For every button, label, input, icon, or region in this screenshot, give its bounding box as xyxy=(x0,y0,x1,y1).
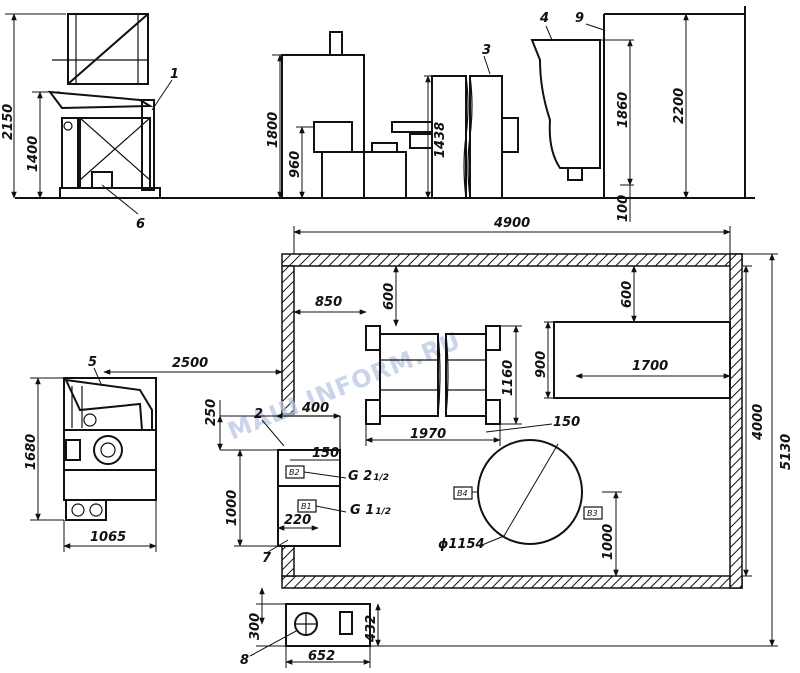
dim-1970: 1970 xyxy=(410,427,446,442)
unit-4-tank-elevation xyxy=(530,6,746,198)
pipe-g2-label: G 21/2 xyxy=(348,469,389,484)
dim-1860: 1860 xyxy=(616,92,631,128)
unit-8-box-plan xyxy=(285,603,371,647)
dim-300: 300 xyxy=(248,613,263,640)
callout-4: 4 xyxy=(539,11,549,26)
plan-view: MAШ INFORM.RU 4900 850 600 xyxy=(24,216,794,668)
svg-text:B4: B4 xyxy=(457,489,468,498)
unit-1-press-elevation xyxy=(47,13,161,199)
svg-text:B2: B2 xyxy=(289,468,300,477)
dim-600-left: 600 xyxy=(382,283,397,310)
callout-8: 8 xyxy=(240,653,249,668)
dim-4900: 4900 xyxy=(493,216,530,231)
dim-100: 100 xyxy=(616,195,631,222)
dim-2500: 2500 xyxy=(172,356,208,371)
dim-900: 900 xyxy=(534,351,549,378)
unit-7-cabinet-plan xyxy=(277,415,341,547)
dim-5130: 5130 xyxy=(779,434,794,470)
dim-600-right: 600 xyxy=(620,281,635,308)
elevation-view: 2150 1400 1 6 1800 960 xyxy=(1,6,755,232)
dim-1700: 1700 xyxy=(632,359,668,374)
room-walls xyxy=(281,253,743,589)
dim-4000: 4000 xyxy=(751,404,766,441)
tag-b3 xyxy=(583,506,603,520)
dim-1400: 1400 xyxy=(26,136,41,172)
svg-text:B3: B3 xyxy=(587,509,598,518)
dim-1000-right: 1000 xyxy=(601,524,616,560)
dim-652: 652 xyxy=(308,649,335,664)
dim-250: 250 xyxy=(204,399,219,426)
callout-5: 5 xyxy=(88,355,97,370)
dim-1160: 1160 xyxy=(501,360,516,396)
dim-850: 850 xyxy=(315,295,342,310)
callout-6: 6 xyxy=(136,217,145,232)
dim-1800: 1800 xyxy=(266,112,281,148)
callout-3: 3 xyxy=(482,43,491,58)
unit-5-press-plan xyxy=(63,377,157,521)
dim-400: 400 xyxy=(301,401,329,416)
dim-150-small: 150 xyxy=(312,446,339,461)
dim-diameter-1154: ϕ1154 xyxy=(438,537,485,552)
tag-b4 xyxy=(453,486,473,500)
callout-1: 1 xyxy=(170,67,179,82)
svg-text:B1: B1 xyxy=(301,502,312,511)
callout-7: 7 xyxy=(262,551,272,566)
dim-1680: 1680 xyxy=(24,434,39,470)
dim-1000-left: 1000 xyxy=(225,490,240,526)
dim-220: 220 xyxy=(284,513,311,528)
dim-432: 432 xyxy=(364,615,379,643)
dim-1438: 1438 xyxy=(433,122,448,158)
dim-960: 960 xyxy=(288,151,303,178)
unit-4-tank-plan xyxy=(553,321,731,399)
callout-2: 2 xyxy=(254,407,263,422)
pipe-g1-label: G 11/2 xyxy=(350,503,391,518)
dim-1065: 1065 xyxy=(90,530,126,545)
dim-2150: 2150 xyxy=(1,104,16,140)
unit-3-machine-elevation xyxy=(391,75,519,199)
dim-2200: 2200 xyxy=(672,88,687,124)
dim-150-mid: 150 xyxy=(553,415,580,430)
unit-3-machine-plan xyxy=(365,325,501,425)
callout-9: 9 xyxy=(575,11,584,26)
